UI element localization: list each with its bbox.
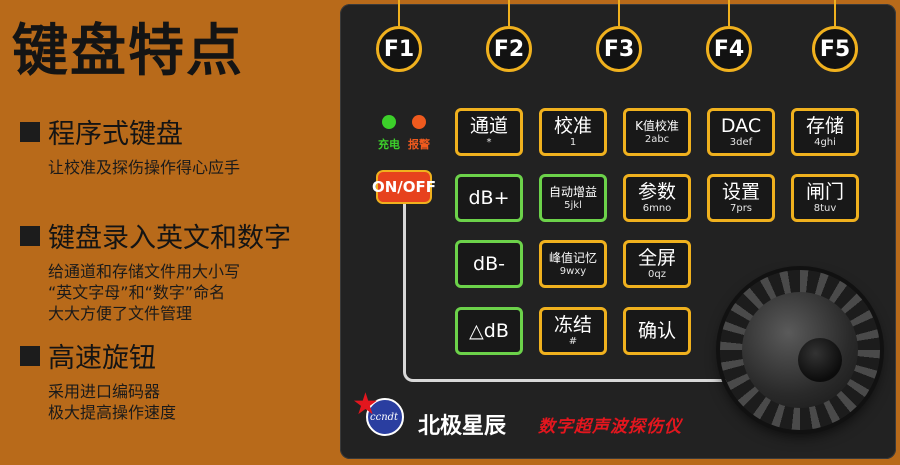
f2-wire (508, 0, 510, 26)
key-label: 自动增益 (548, 185, 597, 199)
bullet-square-icon (20, 121, 40, 142)
key-delta-db[interactable]: △dB (455, 307, 523, 355)
brand-logo: ★ ccndt (352, 390, 408, 438)
page-title: 键盘特点 (12, 19, 244, 84)
key-db-minus[interactable]: dB- (455, 240, 523, 288)
feature-high-speed-knob: 高速旋钮 采用进口编码器 极大提高操作速度 (20, 336, 176, 423)
star-icon: ★ (352, 387, 379, 422)
feature-keyboard-input: 键盘录入英文和数字 给通道和存储文件用大小写 “英文字母”和“数字”命名 大大方… (20, 216, 291, 324)
power-button[interactable]: ON/OFF (372, 170, 436, 204)
key-label: 通道 (469, 115, 508, 137)
key-sublabel: 3def (729, 137, 753, 148)
bullet-square-icon (20, 345, 40, 366)
knob-dimple (798, 338, 842, 382)
key-label: dB+ (468, 187, 510, 209)
f5-wire (834, 0, 836, 26)
circuit-line (403, 204, 733, 382)
key-sublabel: 6mno (642, 203, 672, 214)
feature-text: 让校准及探伤操作得心应手 (48, 158, 241, 177)
key-sublabel: # (568, 336, 578, 347)
key-label: DAC (720, 115, 762, 137)
brand-name: 北极星辰 (418, 414, 507, 439)
key-sublabel: 2abc (644, 134, 670, 145)
feature-heading: 高速旋钮 (48, 343, 156, 374)
alarm-led-icon (412, 115, 426, 129)
key-label: 设置 (721, 181, 760, 203)
feature-text: “英文字母”和“数字”命名 (48, 283, 226, 302)
key-label: 峰值记忆 (548, 251, 597, 265)
key-freeze[interactable]: 冻结# (539, 307, 607, 355)
logo-circle-icon (366, 398, 404, 436)
key-label: 闸门 (805, 181, 844, 203)
f2-button[interactable]: F2 (486, 26, 532, 72)
f1-button[interactable]: F1 (376, 26, 422, 72)
feature-heading: 程序式键盘 (48, 119, 183, 150)
key-label: dB- (473, 253, 505, 275)
charge-led-label: 充电 (378, 138, 400, 151)
key-label: 参数 (637, 181, 676, 203)
f5-button[interactable]: F5 (812, 26, 858, 72)
key-sublabel: * (486, 137, 492, 148)
logo-text: ccndt (370, 412, 399, 423)
f1-wire (398, 0, 400, 26)
key-sublabel: 0qz (648, 269, 666, 280)
alarm-led-label: 报警 (408, 138, 430, 151)
key-label: 冻结 (553, 314, 592, 336)
feature-programmable-keyboard: 程序式键盘 让校准及探伤操作得心应手 (20, 112, 240, 178)
key-channel[interactable]: 通道* (455, 108, 523, 156)
product-slogan: 数字超声波探伤仪 (538, 417, 682, 437)
f3-wire (618, 0, 620, 26)
key-sublabel: 7prs (729, 203, 753, 214)
key-sublabel: 8tuv (813, 203, 837, 214)
key-label: 存储 (805, 115, 844, 137)
feature-text: 极大提高操作速度 (48, 403, 177, 422)
bullet-square-icon (20, 225, 40, 246)
feature-text: 大大方便了文件管理 (48, 304, 193, 323)
key-sublabel: 1 (569, 137, 577, 148)
feature-text: 给通道和存储文件用大小写 (48, 262, 241, 281)
key-sublabel: 5jkl (564, 200, 582, 211)
f3-button[interactable]: F3 (596, 26, 642, 72)
key-label: 校准 (553, 115, 592, 137)
key-confirm[interactable]: 确认 (623, 307, 691, 355)
key-label: △dB (469, 320, 509, 342)
key-label: K值校准 (635, 119, 679, 133)
key-db-plus[interactable]: dB+ (455, 174, 523, 222)
f4-wire (728, 0, 730, 26)
charge-led-icon (382, 115, 396, 129)
key-sublabel: 9wxy (559, 266, 587, 277)
f4-button[interactable]: F4 (706, 26, 752, 72)
key-label: 全屏 (637, 247, 676, 269)
key-sublabel: 4ghi (814, 137, 836, 148)
feature-text: 采用进口编码器 (48, 382, 161, 401)
key-label: 确认 (637, 320, 676, 342)
feature-heading: 键盘录入英文和数字 (48, 223, 291, 254)
